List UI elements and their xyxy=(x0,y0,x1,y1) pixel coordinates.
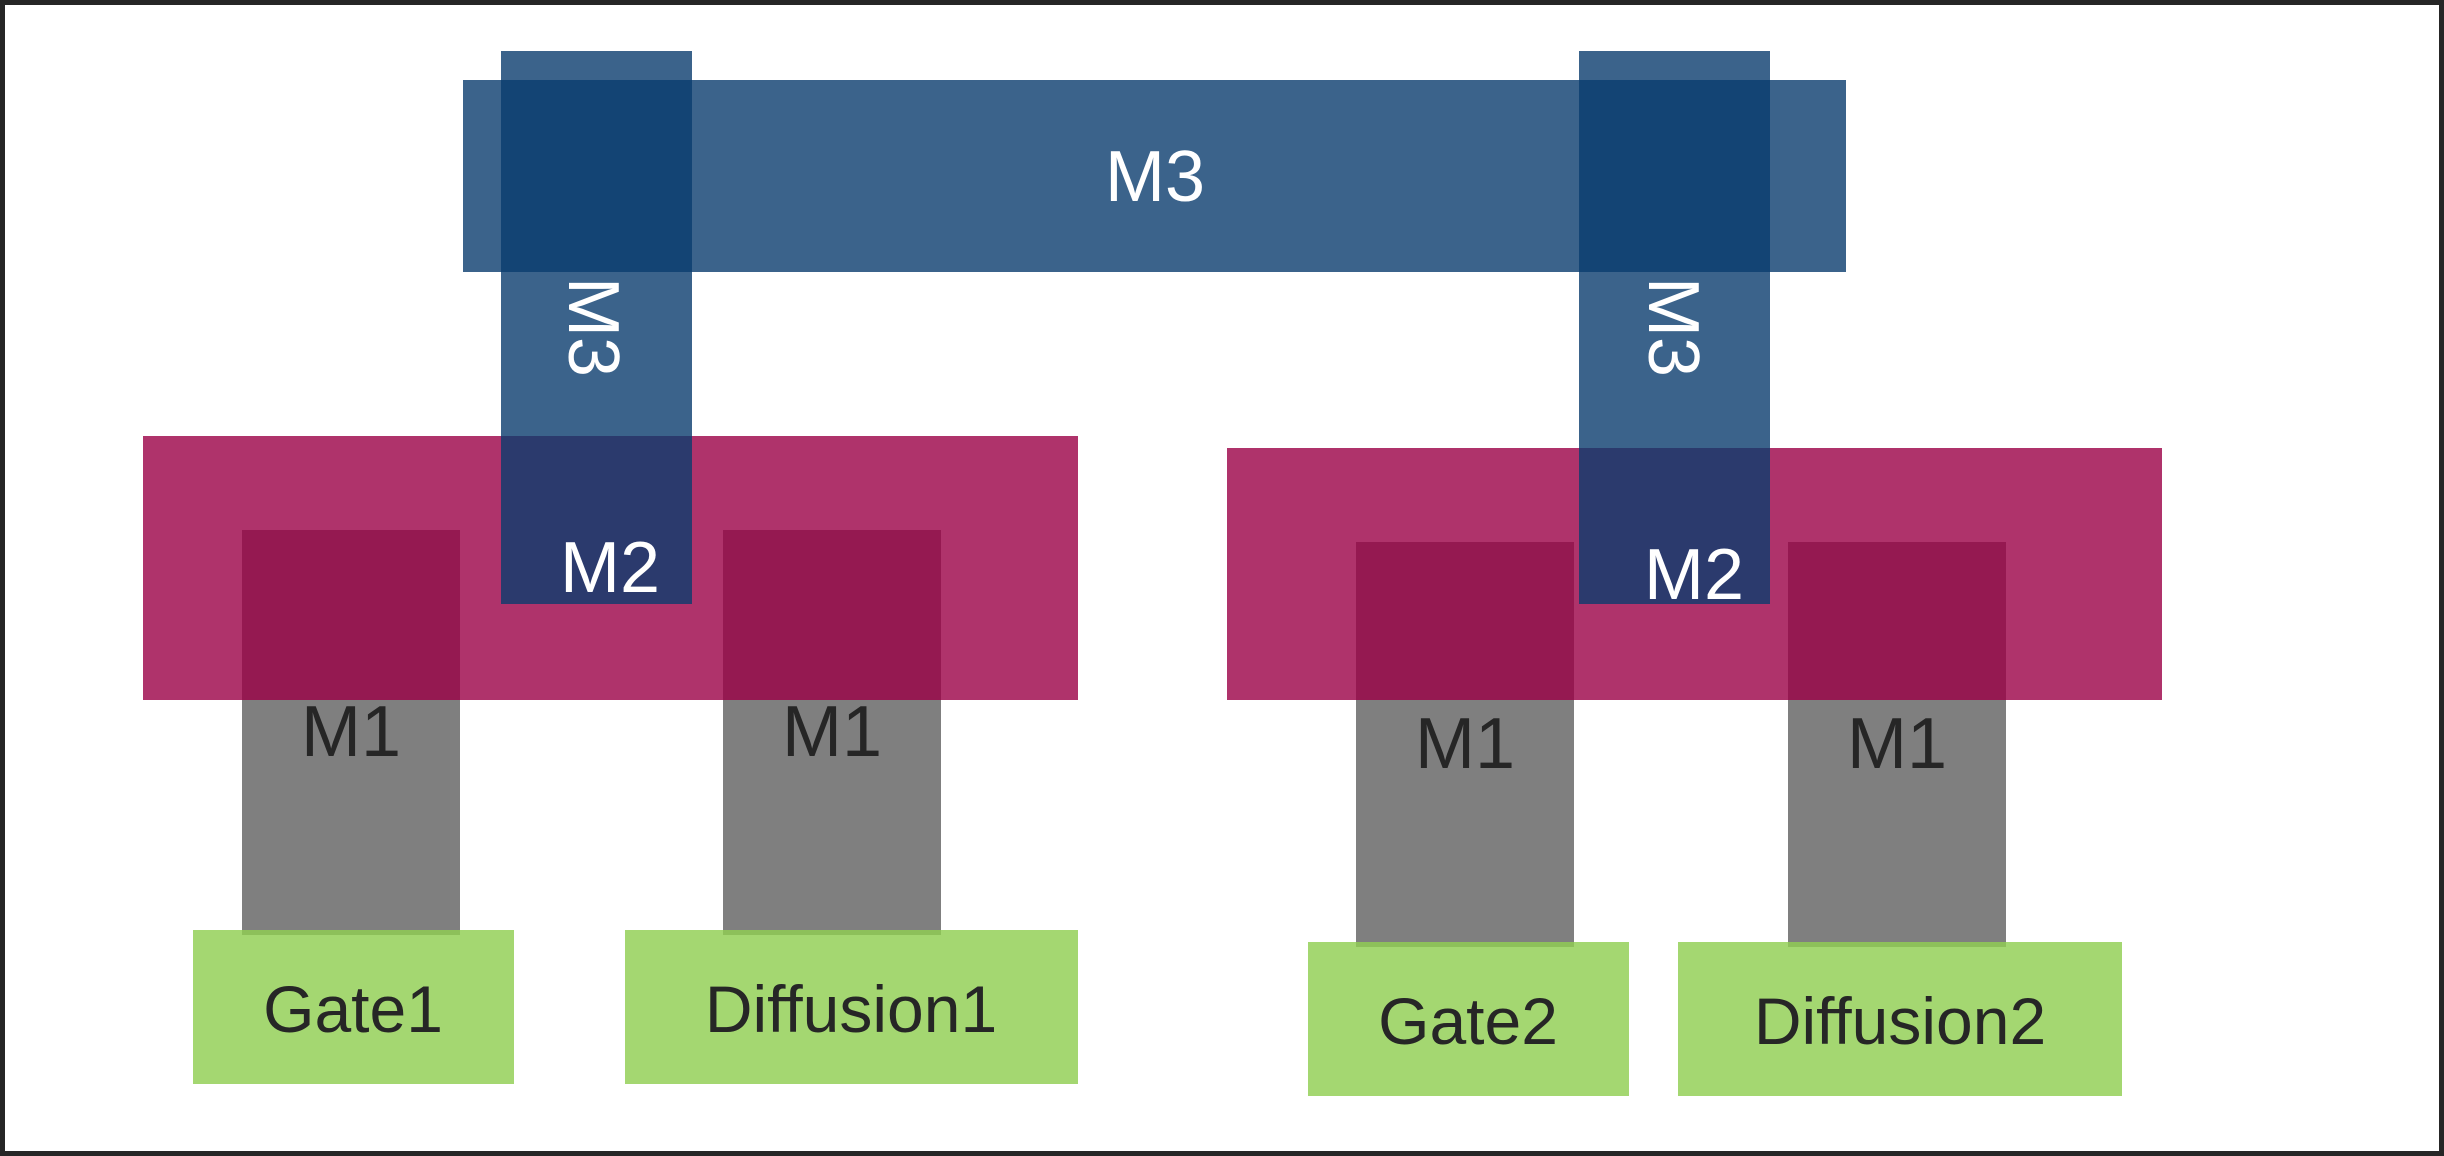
diffusion2-label: Diffusion2 xyxy=(1753,984,2047,1058)
diffusion2-pad xyxy=(1678,942,2122,1096)
m1-gate2-label: M1 xyxy=(1414,704,1516,784)
m1-diffusion2-label: M1 xyxy=(1846,704,1948,784)
m2-left-label: M2 xyxy=(559,528,661,608)
gate1-pad xyxy=(193,930,514,1084)
m3-bar-top xyxy=(463,80,1846,272)
m3-via-left-label: M3 xyxy=(553,276,633,378)
m2-right-label: M2 xyxy=(1643,535,1745,615)
gate2-pad xyxy=(1308,942,1629,1096)
gate1-label: Gate1 xyxy=(263,972,443,1046)
gate2-label: Gate2 xyxy=(1378,984,1558,1058)
m3-via-right-label: M3 xyxy=(1633,276,1713,378)
m1-diffusion1-label: M1 xyxy=(781,692,883,772)
m3-bar-label: M3 xyxy=(1104,137,1206,217)
diffusion1-pad xyxy=(625,930,1078,1084)
diffusion1-label: Diffusion1 xyxy=(704,972,998,1046)
m1-gate1-label: M1 xyxy=(300,692,402,772)
